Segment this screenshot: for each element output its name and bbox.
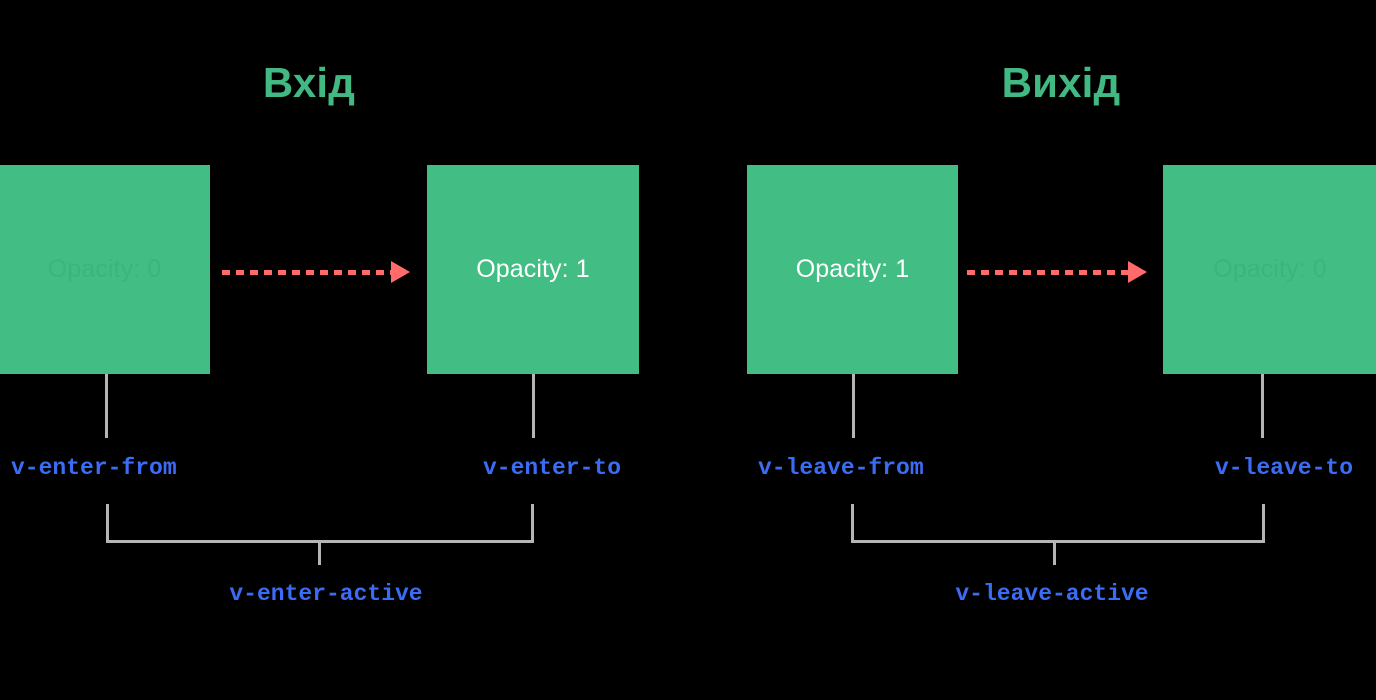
- connector-leave-from: [852, 374, 855, 438]
- bracket-enter-active-stem: [318, 540, 321, 565]
- connector-enter-from: [105, 374, 108, 438]
- state-box-leave-from: Opacity: 1: [747, 165, 958, 374]
- state-box-leave-to: Opacity: 0: [1163, 165, 1376, 374]
- state-box-enter-from-label: Opacity: 0: [47, 255, 162, 283]
- class-label-v-enter-to: v-enter-to: [482, 455, 621, 481]
- arrow-leave-head: [1128, 261, 1147, 283]
- section-title-enter: Вхід: [262, 59, 356, 106]
- class-label-v-leave-from: v-leave-from: [758, 455, 924, 481]
- arrow-leave: [967, 261, 1147, 283]
- class-label-v-leave-to: v-leave-to: [1214, 455, 1353, 481]
- bracket-enter-active: [106, 504, 534, 543]
- state-box-leave-to-label: Opacity: 0: [1213, 255, 1327, 283]
- arrow-enter-head: [391, 261, 410, 283]
- class-label-v-leave-active: v-leave-active: [955, 581, 1149, 607]
- arrow-enter-line: [222, 269, 392, 275]
- bracket-leave-active-stem: [1053, 540, 1056, 565]
- state-box-enter-to-label: Opacity: 1: [476, 255, 590, 283]
- class-label-v-enter-from: v-enter-from: [11, 455, 177, 481]
- section-title-leave: Вихід: [1001, 59, 1121, 106]
- connector-enter-to: [532, 374, 535, 438]
- state-box-enter-from: Opacity: 0: [0, 165, 210, 374]
- state-box-enter-to: Opacity: 1: [427, 165, 639, 374]
- connector-leave-to: [1261, 374, 1264, 438]
- arrow-leave-line: [967, 269, 1129, 275]
- bracket-leave-active: [851, 504, 1265, 543]
- class-label-v-enter-active: v-enter-active: [229, 581, 423, 607]
- state-box-leave-from-label: Opacity: 1: [795, 255, 910, 283]
- arrow-enter: [222, 261, 410, 283]
